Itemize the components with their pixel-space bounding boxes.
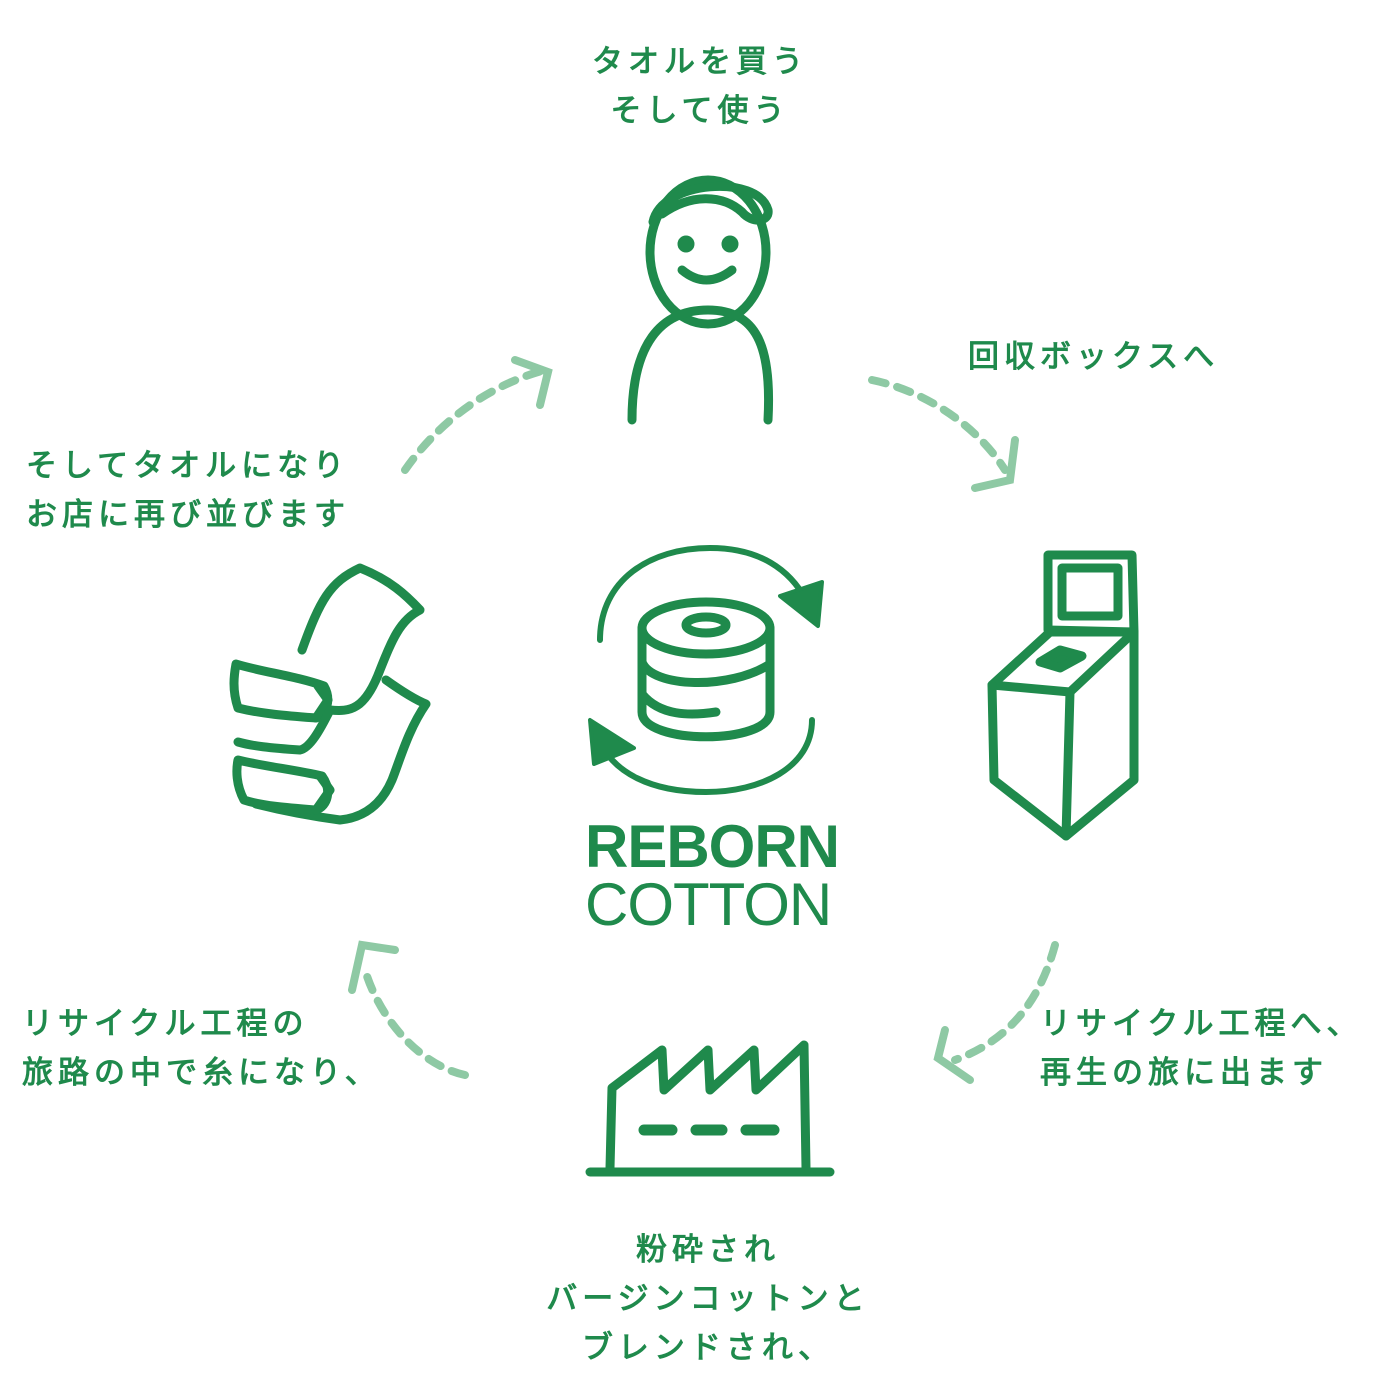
arrow-to-person xyxy=(401,366,549,474)
step-crush-line-3: ブレンドされ、 xyxy=(581,1330,835,1366)
reborn-cotton-logo: REBORN COTTON xyxy=(585,813,840,938)
arrow-to-factory xyxy=(951,941,1059,1064)
smiling-person-icon xyxy=(627,175,774,425)
step-reborn-line-1: そしてタオルになり xyxy=(26,448,350,484)
step-process-line-2: 再生の旅に出ます xyxy=(1040,1055,1328,1091)
step-buy-label: タオルを買う そして使う xyxy=(520,38,880,136)
step-crush-label: 粉砕され バージンコットンと ブレンドされ、 xyxy=(498,1226,918,1373)
arrow-to-box xyxy=(868,376,1009,474)
towel-stack-icon xyxy=(229,563,431,825)
step-collection-box-label: 回収ボックスへ xyxy=(968,333,1219,382)
step-recycle-process-label: リサイクル工程へ、 再生の旅に出ます xyxy=(1040,1000,1370,1098)
step-process-line-1: リサイクル工程へ、 xyxy=(1040,1006,1363,1042)
cotton-roll-recycle-icon xyxy=(588,545,824,795)
step-yarn-label: リサイクル工程の 旅路の中で糸になり、 xyxy=(22,1000,381,1098)
step-yarn-line-2: 旅路の中で糸になり、 xyxy=(22,1055,381,1091)
cycle-arrows xyxy=(348,356,1059,1084)
step-crush-line-2: バージンコットンと xyxy=(546,1281,870,1317)
factory-icon xyxy=(585,1040,835,1177)
recycle-box-icon xyxy=(987,550,1139,841)
step-box-line-1: 回収ボックスへ xyxy=(968,339,1220,375)
brand-line-1: REBORN xyxy=(585,813,840,880)
arrow-to-towel xyxy=(361,966,469,1079)
brand-line-2: COTTON xyxy=(585,871,832,938)
step-yarn-line-1: リサイクル工程の xyxy=(22,1006,309,1042)
step-reborn-line-2: お店に再び並びます xyxy=(26,497,350,533)
step-buy-line-1: タオルを買う xyxy=(592,44,808,80)
step-crush-line-1: 粉砕され xyxy=(636,1232,780,1268)
step-buy-line-2: そして使う xyxy=(610,93,790,129)
step-reborn-label: そしてタオルになり お店に再び並びます xyxy=(26,442,350,540)
